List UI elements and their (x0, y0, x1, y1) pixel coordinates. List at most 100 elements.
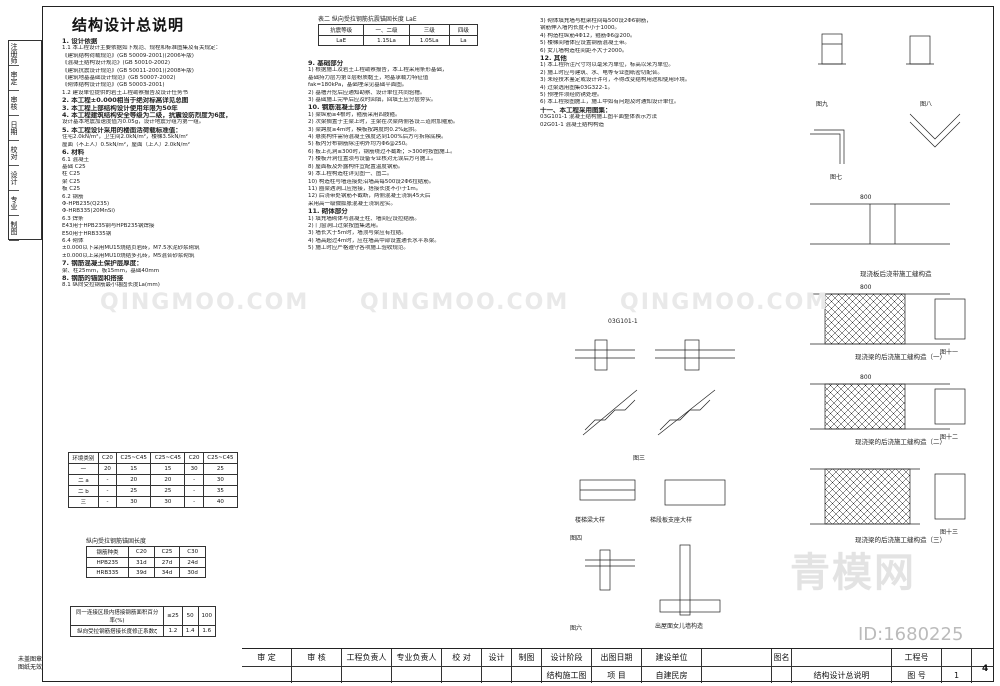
note-line: 3) 墙长大于5m时，墙顶与梁应有拉结。 (308, 230, 407, 237)
table-cell: 1.6 (197, 625, 216, 637)
hatch-line (824, 383, 833, 392)
note-line: 3) 砌体填充墙与框架柱间每500设2Φ6钢筋， (540, 18, 652, 24)
fig-label: 图三 (633, 455, 645, 462)
note-line: Φ-HPB235(Q235) (62, 200, 110, 207)
hatch-line (824, 468, 840, 484)
table-cell: 二 b (68, 485, 99, 497)
table-cell: 24d (179, 557, 206, 568)
note-line: 4) 墙高超过4m时，应在墙高中部设置通长水平系梁。 (308, 237, 440, 244)
note-line: 4) 过梁选用图集03G322-1。 (540, 84, 614, 91)
note-line: 设计基本地震加速度值为0.05g，设计地震分组为第一组。 (62, 119, 205, 126)
note-line: fak=180kPa，基础埋深见基础平面图。 (308, 82, 408, 89)
note-line: 7) 楼板开洞位置须与设备专业核对无误后方可施工。 (308, 156, 437, 163)
hatch-line (824, 293, 847, 316)
table-cell: 40 (202, 496, 239, 508)
note-line: 梁、柱25mm，板15mm，基础40mm (62, 267, 160, 274)
table-cell: C20 (97, 452, 118, 464)
note-line: 10. 钢筋混凝土部分 (308, 104, 368, 112)
table-cell: - (97, 474, 118, 486)
table-cell: La (448, 35, 479, 46)
hatch-line (872, 311, 906, 345)
title-block-cell: 审 核 (292, 649, 342, 666)
table-cell: 35 (202, 485, 239, 497)
table-cell: 20 (97, 463, 118, 475)
table-cell: 31d (128, 557, 155, 568)
title-block-cell: 设计阶段 (542, 649, 592, 666)
table-cell: 三 (68, 496, 99, 508)
note-line: 8. 钢筋的锚固和搭接 (62, 275, 124, 282)
fig-label: 图九 (816, 100, 828, 108)
watermark-brand: 青模网 (790, 550, 916, 596)
title-block-cell (482, 667, 512, 683)
hatch-line (828, 383, 875, 430)
note-line: 4) 悬挑构件需待混凝土强度达到100%后方可拆除底模。 (308, 134, 447, 141)
sheet-number: 4 (982, 664, 989, 674)
note-line: 12. 其他 (540, 55, 567, 63)
table-cell: - (184, 474, 204, 486)
table-cell: 30 (150, 496, 186, 508)
hatch-line (900, 339, 906, 345)
hatch-line (824, 301, 868, 345)
hatch-line (824, 393, 861, 430)
hatch-line (902, 468, 911, 477)
note-line: 6) 板上孔洞≤300时，钢筋绕过不截断；>300时按图施工。 (308, 148, 456, 155)
hatch-line (830, 293, 882, 345)
table-cell: 34d (153, 567, 181, 578)
hatch-line (856, 383, 903, 430)
note-line: 基础持力层为第②层粉质黏土，地基承载力特征值 (308, 74, 429, 81)
table-cell: 20 (150, 474, 186, 486)
note-line: 1) 根据施工及岩土工程勘察报告，本工程采用条形基础， (308, 67, 448, 74)
note-line: 3) 未经技术鉴定或设计许可，不得改变结构用途和使用环境。 (540, 77, 691, 84)
hatch-line (824, 468, 833, 477)
table-cell: HPB235 (85, 557, 130, 568)
title-block-cell: 校 对 (442, 649, 482, 666)
hatch-line (825, 468, 882, 525)
table-cell: 四级 (448, 24, 479, 36)
hatch-line (842, 383, 889, 430)
hatch-line (824, 488, 861, 525)
hatch-line (853, 468, 910, 525)
hatch-line (881, 495, 911, 525)
sidebar-cell: 校对 (9, 141, 19, 166)
note-line: 采用高一级微膨胀混凝土浇筑密实。 (308, 200, 397, 207)
hatch-line (824, 322, 847, 345)
note-line: 11. 砌体部分 (308, 208, 348, 216)
hatch-line (824, 421, 833, 430)
hatch-line (881, 468, 911, 498)
hatch-line (879, 293, 906, 320)
note-line: ±0.000以下采用MU15烧结页岩砖，M7.5水泥砂浆砌筑 (62, 245, 200, 252)
note-line: 柱 C25 (62, 171, 81, 178)
table-cell: 30 (184, 463, 204, 475)
note-line: 5) 楼梯间墙体应设置钢筋混凝土带。 (540, 40, 630, 47)
title-block: 审 定审 核工程负责人专业负责人校 对设计制图设计阶段出图日期建设单位图名工程号… (242, 648, 994, 683)
note-line: 11) 圈梁遇洞口应搭接，搭接长度不小于1m。 (308, 185, 422, 192)
title-block-cell (772, 667, 792, 683)
hatch-line (867, 468, 911, 512)
note-line: 2) 门窗洞口过梁按图集选用。 (308, 222, 382, 229)
table-cell: 20 (116, 474, 152, 486)
table-cell: LaE (317, 35, 365, 46)
hatch-band (824, 293, 906, 345)
sidebar-cell: 审定 (9, 66, 19, 91)
sidebar-cell: 制图 (9, 216, 19, 241)
table-cell: 同一连接区段内搭接钢筋面积百分率(%) (69, 606, 165, 626)
note-line: E43用于HPB235钢与HPB235钢焊接 (62, 223, 155, 230)
hatch-line (824, 502, 847, 525)
hatch-line (824, 468, 861, 505)
table-cell: C20 (184, 452, 204, 464)
table2-caption: 表二 纵向受拉钢筋抗震锚固长度 LaE (318, 16, 417, 23)
hatch-line (824, 336, 833, 345)
note-line: 6. 材料 (62, 149, 85, 157)
table-cell: 一 (68, 463, 99, 475)
hatch-line (893, 332, 906, 345)
note-line: 住宅2.0kN/m²，卫生间2.0kN/m²，楼梯3.5kN/m² (62, 134, 188, 141)
hatch-line (898, 422, 906, 430)
table-cell: 15 (150, 463, 186, 475)
drawing-frame (42, 6, 994, 682)
hatch-line (824, 414, 840, 430)
code-label: 03G101-1 (608, 318, 638, 325)
structural-details-col3: 图三 图四 图六 梯段板支座大样 楼梯梁大样 出屋面女儿墙构造 (570, 339, 735, 632)
hatch-line (902, 516, 911, 525)
